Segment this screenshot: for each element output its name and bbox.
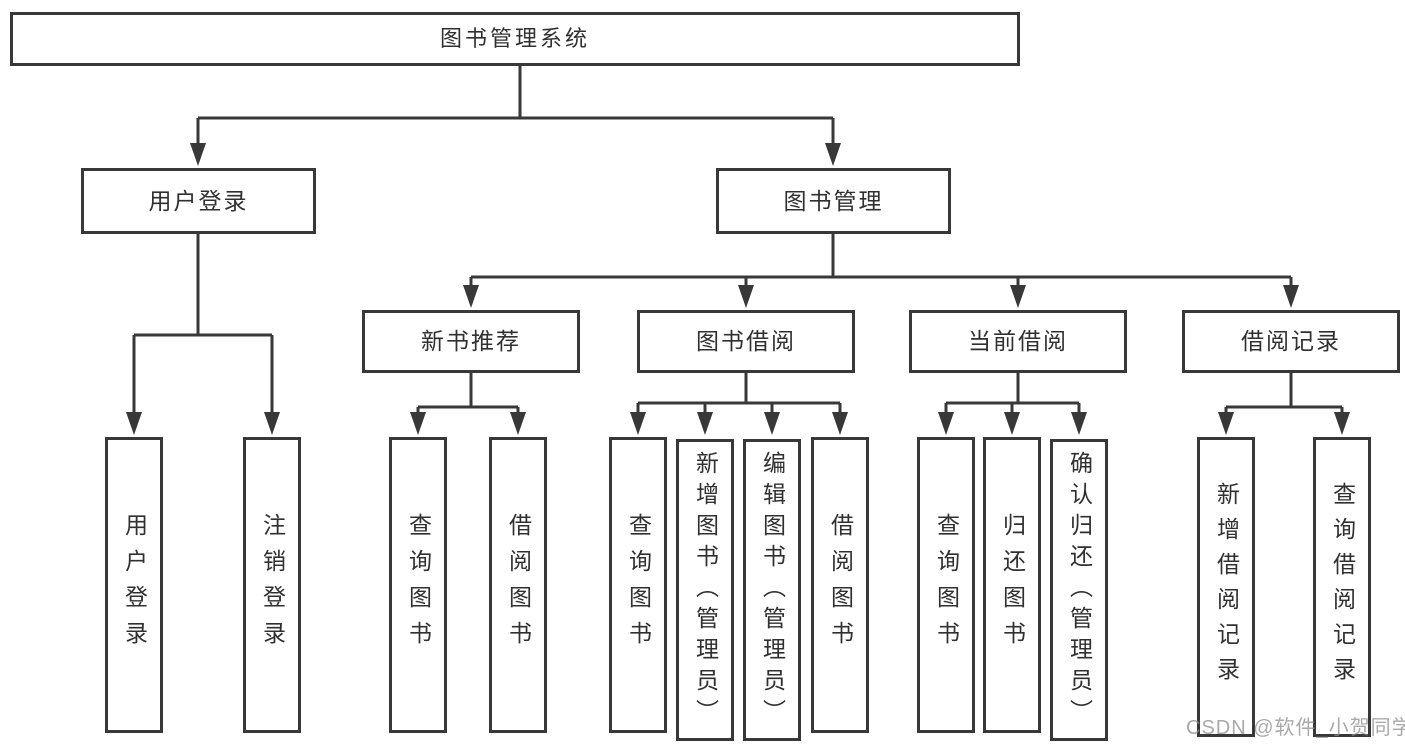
connector-book-borrow-branch [636,373,842,414]
node-root: 图书管理系统 [10,12,1020,66]
connector-current-borrow-branch [944,373,1081,414]
connector-root-to-level2 [196,66,835,145]
leaf-bb-edit-books-admin: 编辑图书（管理员） [743,439,801,741]
leaf-bb-query-books: 查询图书 [609,437,667,733]
leaf-logout: 注销登录 [243,437,301,733]
leaf-br-add-record: 新增借阅记录 [1197,437,1255,737]
leaf-cb-query-books: 查询图书 [917,437,975,733]
leaf-nb-query-books: 查询图书 [389,437,447,733]
node-user-login: 用户登录 [81,168,316,234]
leaf-bb-add-books-admin: 新增图书（管理员） [676,439,734,741]
connector-user-login-branch [132,234,274,414]
leaf-bb-borrow-books: 借阅图书 [811,437,869,733]
node-book-management: 图书管理 [716,168,951,234]
leaf-br-query-record: 查询借阅记录 [1313,437,1371,737]
connector-borrow-record-branch [1224,373,1344,414]
connector-new-book-branch [416,373,520,414]
connector-book-management-branch [469,234,1293,288]
arrowheads [126,143,1350,435]
node-book-borrow: 图书借阅 [637,310,855,373]
node-current-borrow: 当前借阅 [909,310,1127,373]
csdn-watermark: CSDN @软件_小贺同学 [1186,717,1405,739]
node-borrow-records: 借阅记录 [1182,310,1400,373]
leaf-cb-return-books: 归还图书 [983,437,1041,733]
node-new-book-recommend: 新书推荐 [362,310,580,373]
leaf-cb-confirm-return-admin: 确认归还（管理员） [1050,439,1108,741]
leaf-user-login: 用户登录 [105,437,163,733]
leaf-nb-borrow-books: 借阅图书 [489,437,547,733]
